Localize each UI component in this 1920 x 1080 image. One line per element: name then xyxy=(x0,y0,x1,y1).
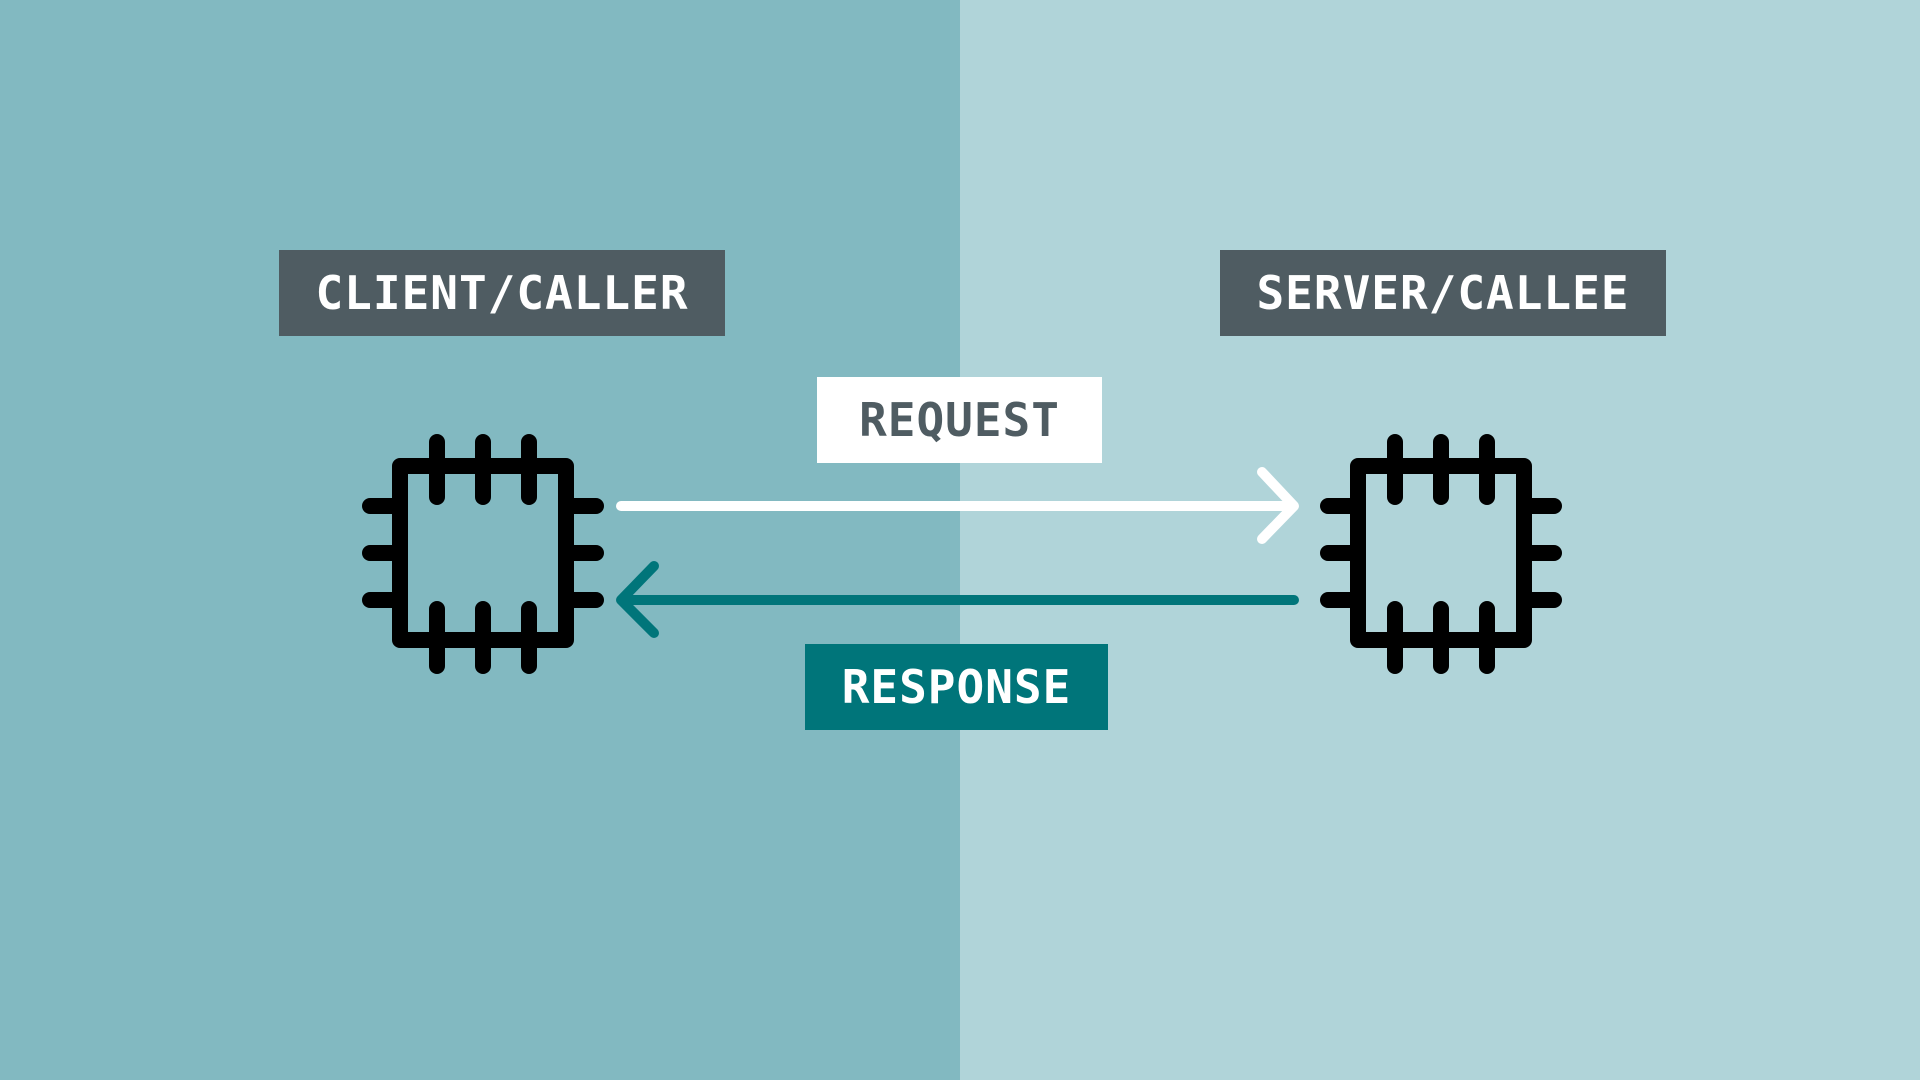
server-callee-label: SERVER/CALLEE xyxy=(1220,250,1666,336)
client-caller-label: CLIENT/CALLER xyxy=(279,250,725,336)
request-label: REQUEST xyxy=(817,377,1102,463)
response-label: RESPONSE xyxy=(805,644,1108,730)
client-cpu-chip-icon xyxy=(362,434,604,674)
client-panel xyxy=(0,0,960,1080)
server-cpu-chip-icon xyxy=(1320,434,1562,674)
response-arrow-icon xyxy=(616,561,1299,638)
request-arrow-icon xyxy=(616,467,1299,544)
server-panel xyxy=(960,0,1920,1080)
